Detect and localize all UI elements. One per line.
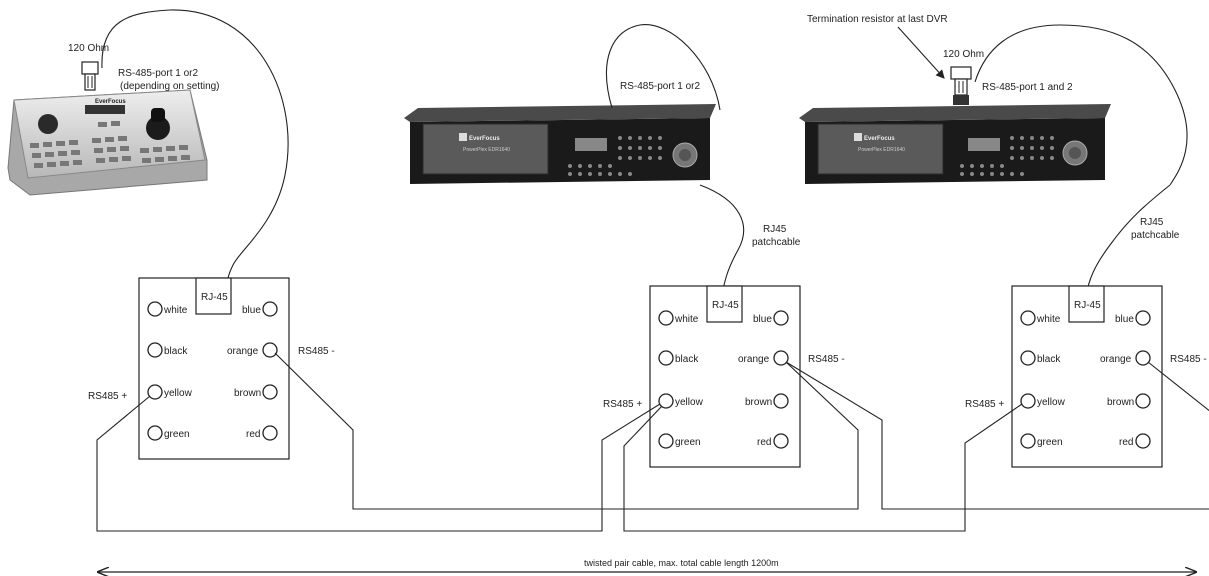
- box2-terminal-blue: [773, 310, 789, 326]
- box1-pin-black: black: [164, 346, 188, 357]
- box3-pin-orange: orange: [1100, 354, 1132, 365]
- cable-length-label: twisted pair cable, max. total cable len…: [584, 558, 779, 568]
- box1-terminal-red: [262, 425, 278, 441]
- box1-terminal-black: [147, 342, 163, 358]
- box3-pin-blue: blue: [1115, 314, 1134, 325]
- box2-pin-white: white: [674, 314, 699, 325]
- dvr1-rj45-label-line1: RJ45: [763, 224, 787, 235]
- box1-terminal-green: [147, 425, 163, 441]
- box1-rs485-minus-label: RS485 -: [298, 346, 335, 357]
- box2-pin-black: black: [675, 354, 699, 365]
- box2-rj45-label: RJ-45: [712, 300, 739, 311]
- dvr2-resistor-label: 120 Ohm: [943, 49, 984, 60]
- box2-terminal-orange: [773, 350, 789, 366]
- box2-pin-red: red: [757, 437, 771, 448]
- dvr2-rj45-label-line2: patchcable: [1131, 230, 1180, 241]
- dvr2-rs485-cable-top: [974, 24, 1188, 186]
- junction-box-3: RJ-45 white black yellow green blue oran…: [1011, 285, 1163, 468]
- dvr1-button-grid: [568, 136, 662, 176]
- box1-terminal-brown: [262, 384, 278, 400]
- junction-box-1: RJ-45 white black yellow green blue oran…: [138, 277, 290, 460]
- box3-pin-black: black: [1037, 354, 1061, 365]
- dvr-recorder-2: EverFocus PowerPlex EDR1640: [799, 104, 1111, 184]
- box1-pin-green: green: [164, 429, 190, 440]
- box3-rj45-label: RJ-45: [1074, 300, 1101, 311]
- dvr1-brand-line1: EverFocus: [469, 136, 500, 142]
- keyboard-port-label-line2: (depending on setting): [120, 81, 220, 92]
- keyboard-resistor-label: 120 Ohm: [68, 43, 109, 54]
- dvr2-rj45-label-line1: RJ45: [1140, 217, 1164, 228]
- box3-terminal-blue: [1135, 310, 1151, 326]
- box1-terminal-yellow: [147, 384, 163, 400]
- box1-rj45-label: RJ-45: [201, 292, 228, 303]
- box2-terminal-brown: [773, 393, 789, 409]
- box3-pin-green: green: [1037, 437, 1063, 448]
- box1-rs485-plus-label: RS485 +: [88, 391, 127, 402]
- box2-pin-green: green: [675, 437, 701, 448]
- box2-terminal-green: [658, 433, 674, 449]
- termination-note-arrow: [897, 26, 945, 79]
- rs485-minus-wire-1-2: [274, 352, 859, 510]
- box1-terminal-white: [147, 301, 163, 317]
- box2-terminal-yellow: [658, 393, 674, 409]
- box3-terminal-red: [1135, 433, 1151, 449]
- box3-terminal-yellow: [1020, 393, 1036, 409]
- box3-pin-red: red: [1119, 437, 1133, 448]
- box3-pin-brown: brown: [1107, 397, 1134, 408]
- dvr2-brand-line1: EverFocus: [864, 136, 895, 142]
- termination-note-label: Termination resistor at last DVR: [807, 14, 948, 25]
- box2-terminal-white: [658, 310, 674, 326]
- box3-rj45-jack: [1068, 285, 1105, 323]
- box1-pin-blue: blue: [242, 305, 261, 316]
- keyboard-rj45-cable: [101, 9, 289, 297]
- box3-pin-yellow: yellow: [1037, 397, 1066, 408]
- box1-terminal-blue: [262, 301, 278, 317]
- box3-terminal-white: [1020, 310, 1036, 326]
- rs485-plus-wire-2-3: [623, 403, 1023, 532]
- dvr2-rj45-cable: [1085, 184, 1171, 299]
- rs485-plus-wire-1-2: [96, 395, 661, 532]
- keyboard-buttons: [30, 121, 190, 168]
- keyboard-controller: EverFocus: [7, 89, 208, 196]
- box2-terminal-black: [658, 350, 674, 366]
- dvr1-port-label: RS-485-port 1 or2: [620, 81, 700, 92]
- box1-pin-brown: brown: [234, 388, 261, 399]
- box3-terminal-black: [1020, 350, 1036, 366]
- box3-rs485-minus-label: RS485 -: [1170, 354, 1207, 365]
- dvr-recorder-1: EverFocus PowerPlex EDR1640: [404, 104, 716, 184]
- box1-pin-orange: orange: [227, 346, 259, 357]
- box3-terminal-green: [1020, 433, 1036, 449]
- box1-pin-white: white: [163, 305, 188, 316]
- dvr2-brand-line2: PowerPlex EDR1640: [858, 147, 905, 153]
- dvr1-rs485-cable-top: [605, 24, 721, 111]
- keyboard-port-label-line1: RS-485-port 1 or2: [118, 68, 198, 79]
- box2-pin-blue: blue: [753, 314, 772, 325]
- box3-terminal-brown: [1135, 393, 1151, 409]
- box2-rj45-jack: [706, 285, 743, 323]
- dvr1-rj45-label-line2: patchcable: [752, 237, 801, 248]
- box2-pin-yellow: yellow: [675, 397, 704, 408]
- box1-pin-red: red: [246, 429, 260, 440]
- box3-pin-white: white: [1036, 314, 1061, 325]
- box2-rs485-plus-label: RS485 +: [603, 399, 642, 410]
- dvr2-termination-resistor: [950, 66, 972, 105]
- box2-pin-orange: orange: [738, 354, 770, 365]
- junction-box-2: RJ-45 white black yellow green blue oran…: [649, 285, 801, 468]
- dvr2-port-label: RS-485-port 1 and 2: [982, 82, 1073, 93]
- keyboard-brand-label: EverFocus: [95, 99, 126, 105]
- box1-rj45-jack: [195, 277, 232, 315]
- keyboard-termination-resistor: [81, 61, 99, 91]
- box3-terminal-orange: [1135, 350, 1151, 366]
- dvr2-button-grid: [960, 136, 1054, 176]
- box2-rs485-minus-label: RS485 -: [808, 354, 845, 365]
- dvr1-brand-line2: PowerPlex EDR1640: [463, 147, 510, 153]
- box3-rs485-plus-label: RS485 +: [965, 399, 1004, 410]
- box2-terminal-red: [773, 433, 789, 449]
- box2-pin-brown: brown: [745, 397, 772, 408]
- box1-terminal-orange: [262, 342, 278, 358]
- box1-pin-yellow: yellow: [164, 388, 193, 399]
